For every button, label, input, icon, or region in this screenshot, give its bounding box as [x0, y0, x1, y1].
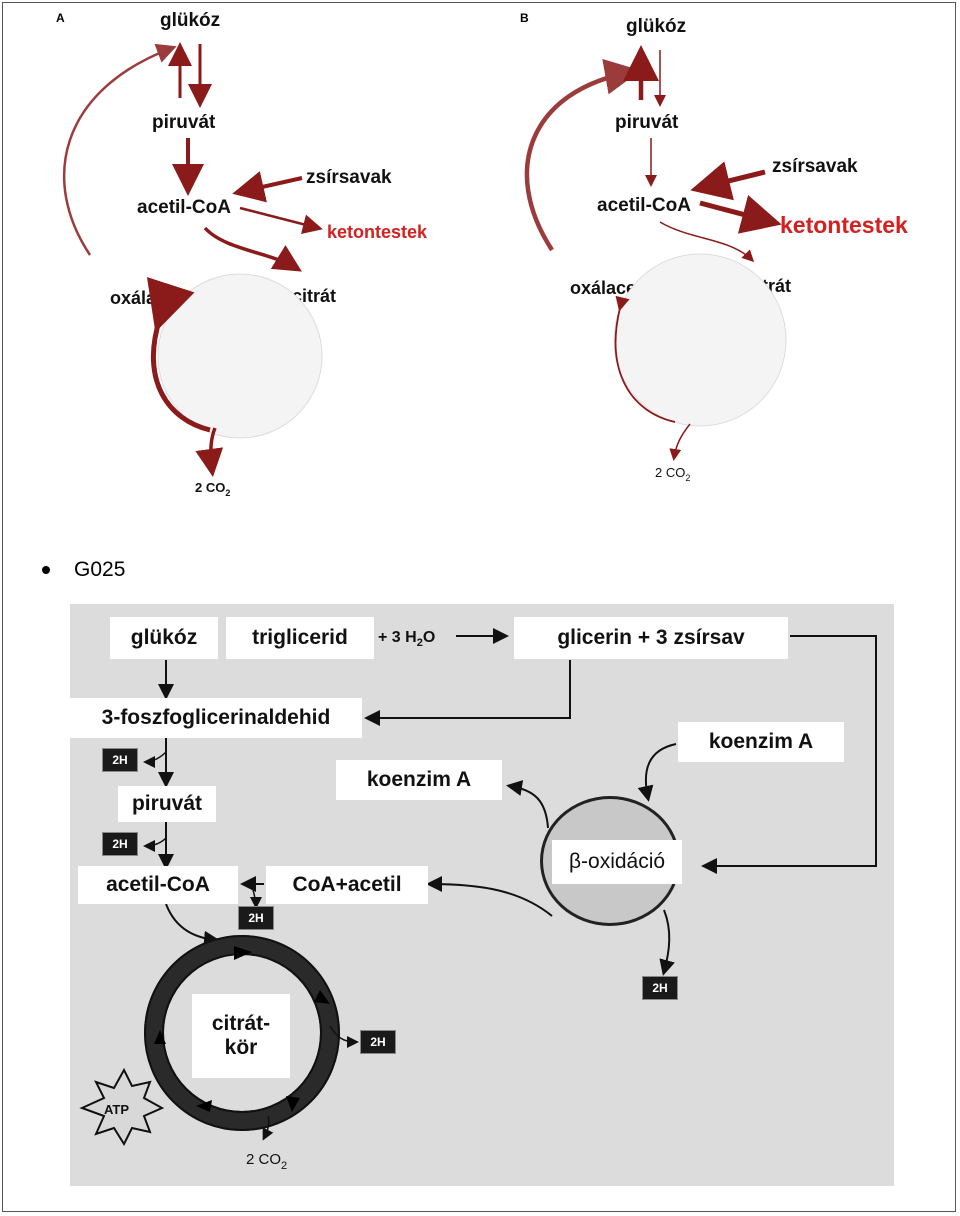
panel-b-fatty-acids: zsírsavak [772, 156, 858, 177]
two-h-tag-5: 2H [360, 1030, 396, 1054]
bottom-beta-oxidation: β-oxidáció [552, 840, 682, 884]
bottom-triglyceride: triglicerid [226, 617, 374, 659]
arrow-acetyl-to-ketones [239, 206, 323, 234]
bottom-coenzyme-a-right: koenzim A [678, 722, 844, 762]
arrow-b-acetyl-to-ketones [699, 195, 782, 234]
bottom-pyruvate: piruvát [118, 786, 216, 822]
panel-a-cycle-arc [146, 277, 211, 433]
arrow-panel-b-co2 [669, 423, 691, 461]
citrate-cycle-line-1: citrát- [211, 1012, 271, 1035]
arrow-fatty-acids-to-acetyl [232, 171, 303, 203]
panel-a-acetyl-coa: acetil-CoA [137, 197, 231, 218]
panel-b-pyruvate: piruvát [615, 112, 679, 133]
bullet-dot [42, 566, 50, 574]
bullet-item: G025 [42, 556, 125, 584]
bottom-acetyl-coa: acetil-CoA [78, 866, 238, 904]
panel-a-fatty-acids: zsírsavak [306, 167, 392, 188]
panel-b-letter: B [520, 11, 529, 25]
citrate-cycle-line-2: kör [224, 1036, 258, 1059]
bullet-text: G025 [74, 558, 126, 581]
bottom-coenzyme-a-left: koenzim A [336, 760, 502, 800]
panel-b-cycle-arc [614, 295, 676, 423]
bottom-glucose: glükóz [110, 617, 218, 659]
arrow-b-fatty-acids-to-acetyl [690, 161, 766, 201]
panel-a-pyruvate: piruvát [152, 112, 216, 133]
panel-a-co2: 2 CO2 [195, 480, 230, 498]
panel-a-citrate: citrát [292, 286, 336, 306]
two-h-tag-3: 2H [238, 906, 274, 930]
arrow-acetyl-to-citrate [203, 226, 302, 272]
bottom-glycerin-fatty-acid: glicerin + 3 zsírsav [514, 617, 788, 659]
two-h-tag-4: 2H [642, 976, 678, 1000]
two-h-tag-1: 2H [102, 748, 138, 772]
panel-a: A glükóz piruvát acetil-CoA zsírsavak ke… [56, 10, 428, 498]
panel-a-glucose: glükóz [160, 10, 220, 31]
arrow-b-acetyl-to-citrate [659, 221, 755, 263]
panel-a-cycle-background [157, 273, 323, 439]
panel-b-glucose: glükóz [626, 16, 686, 37]
panel-a-letter: A [56, 11, 65, 25]
panel-b: B glükóz piruvát acetil-CoA zsírsavak ke… [520, 11, 908, 483]
panel-b-acetyl-coa: acetil-CoA [597, 195, 691, 216]
arrow-oxaloacetate-to-glucose [62, 43, 177, 256]
bottom-coa-acetyl: CoA+acetil [266, 866, 428, 904]
arrow-panel-a-co2 [195, 427, 224, 477]
ketone-pathway-diagrams: A glükóz piruvát acetil-CoA zsírsavak ke… [56, 10, 908, 498]
panel-b-ketone-bodies: ketontestek [780, 212, 908, 238]
panel-a-ketone-bodies: ketontestek [327, 222, 428, 242]
panel-b-co2: 2 CO2 [655, 465, 690, 483]
panel-b-cycle-background [613, 253, 787, 427]
bottom-citrate-cycle-label: citrát- kör [192, 994, 290, 1078]
bottom-phosphoglyceraldehyde: 3-foszfoglicerinaldehid [70, 698, 362, 738]
panel-a-cycle-tip [155, 319, 163, 333]
two-h-tag-2: 2H [102, 832, 138, 856]
arrow-b-oxaloacetate-to-glucose [524, 58, 641, 252]
